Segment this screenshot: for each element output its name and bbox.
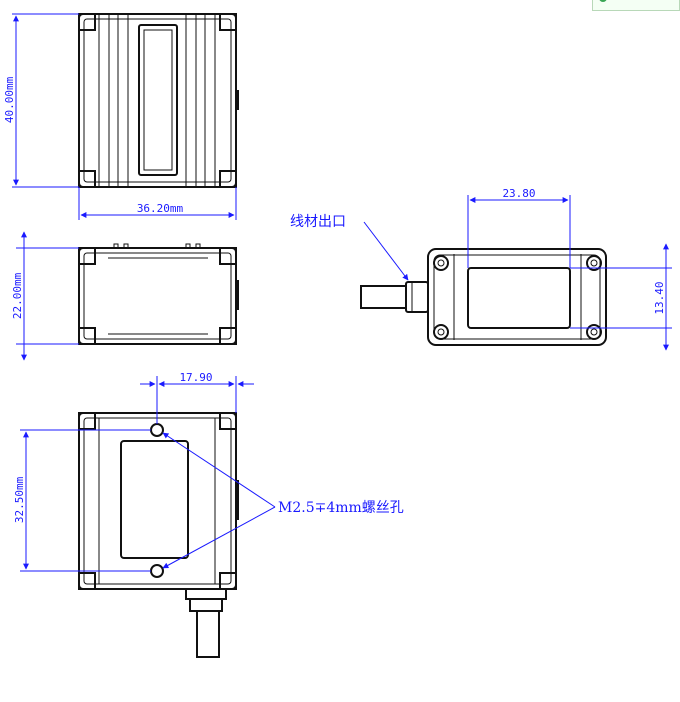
dim-text-right-height: 13.40 (653, 281, 666, 314)
dim-text-right-width: 23.80 (502, 187, 535, 200)
dim-front-height: 40.00mm (3, 13, 79, 188)
side-view (78, 243, 239, 345)
bottom-view (78, 412, 239, 658)
callout-cable-outlet: 线材出口 (290, 214, 409, 281)
dim-side-height: 22.00mm (11, 231, 79, 361)
dim-right-height: 13.40 (570, 243, 672, 351)
dim-bottom-hole-spacing: 17.90 (140, 371, 254, 424)
badge-dot-icon (599, 0, 607, 2)
label-cable-outlet: 线材出口 (290, 214, 346, 230)
label-screw-hole: M2.5∓4mm螺丝孔 (278, 500, 404, 516)
dim-front-width: 36.20mm (78, 187, 237, 220)
dim-text-front-height: 40.00mm (3, 76, 16, 123)
dim-bottom-height: 32.50mm (13, 429, 151, 572)
dim-text-bottom-height: 32.50mm (13, 476, 26, 523)
dim-text-side-height: 22.00mm (11, 272, 24, 319)
dim-text-bottom-hole-spacing: 17.90 (179, 371, 212, 384)
callout-screw-hole: M2.5∓4mm螺丝孔 (162, 432, 404, 569)
front-view (78, 13, 239, 188)
dim-right-width: 23.80 (467, 187, 571, 268)
dim-text-front-width: 36.20mm (137, 202, 184, 215)
right-view (360, 248, 607, 346)
